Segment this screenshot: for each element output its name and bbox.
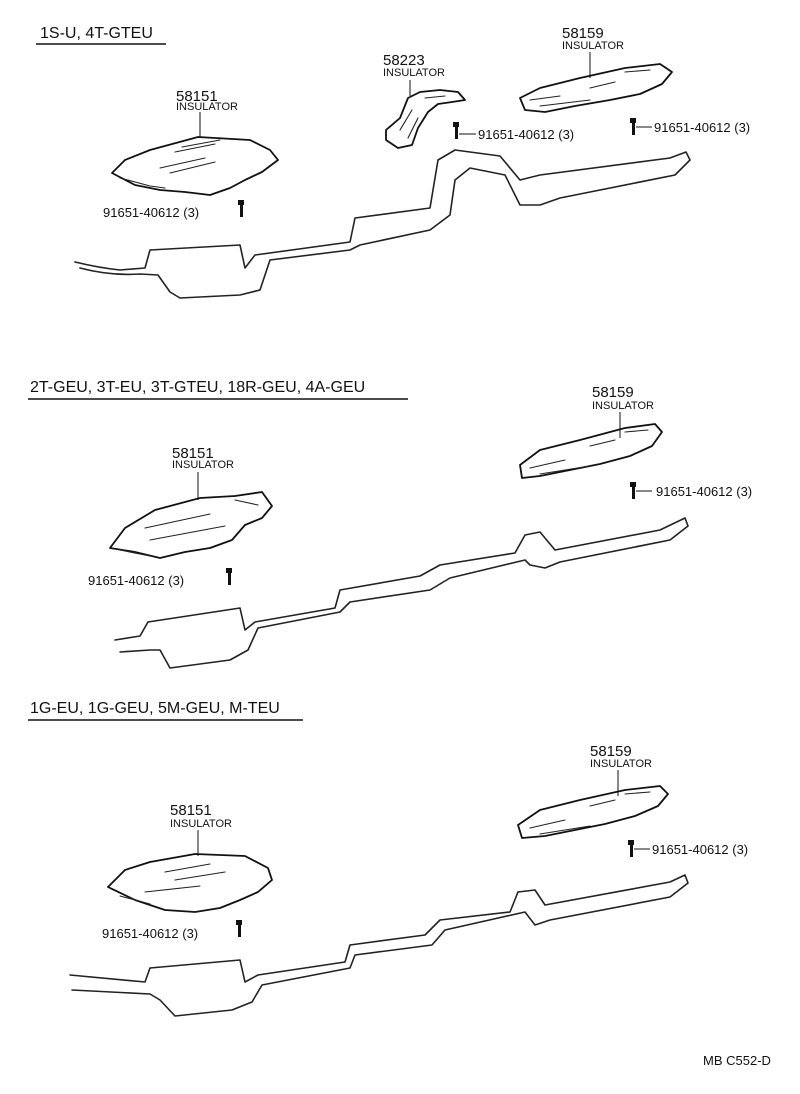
exhaust-pipe-2 <box>114 517 689 669</box>
insulator-58151-ribs-s3 <box>119 863 226 905</box>
part-number-58151-s2: 58151 <box>172 445 214 462</box>
part-name-58151-s1: INSULATOR <box>176 101 238 113</box>
bolt-icon <box>226 568 232 585</box>
section-1: 1S-U, 4T-GTEU 58151 INSULATOR 58223 INSU… <box>36 25 750 299</box>
section-3: 1G-EU, 1G-GEU, 5M-GEU, M-TEU 58151 INSUL… <box>28 700 748 1017</box>
figure-reference: MB C552-D <box>703 1053 771 1068</box>
bolt-label-s1-b: 91651-40612 (3) <box>478 127 574 142</box>
bolt-label-s3-a: 91651-40612 (3) <box>102 926 198 941</box>
part-number-58159-s1: 58159 <box>562 25 604 42</box>
insulator-58159-ribs-s1 <box>529 69 651 107</box>
part-name-58223-s1: INSULATOR <box>383 67 445 79</box>
insulator-58151-ribs <box>119 139 221 189</box>
bolt-icon <box>630 482 636 499</box>
bolt-label-s3-b: 91651-40612 (3) <box>652 842 748 857</box>
part-name-58159-s1: INSULATOR <box>562 40 624 52</box>
insulator-58151-shape-s3 <box>107 853 273 913</box>
bolt-label-s2-a: 91651-40612 (3) <box>88 573 184 588</box>
part-name-58151-s3: INSULATOR <box>170 818 232 830</box>
bolt-icon <box>236 920 242 937</box>
exhaust-pipe-1 <box>74 149 691 299</box>
section-3-header: 1G-EU, 1G-GEU, 5M-GEU, M-TEU <box>30 700 280 717</box>
insulator-58151-shape <box>111 136 279 196</box>
bolt-label-s2-b: 91651-40612 (3) <box>656 484 752 499</box>
part-number-58159-s3: 58159 <box>590 743 632 760</box>
section-1-header: 1S-U, 4T-GTEU <box>40 25 153 42</box>
insulator-58159-ribs-s2 <box>529 429 649 475</box>
insulator-58151-ribs-s2 <box>119 499 259 557</box>
part-name-58151-s2: INSULATOR <box>172 459 234 471</box>
bolt-icon <box>630 118 636 135</box>
bolt-icon <box>238 200 244 217</box>
section-2-header: 2T-GEU, 3T-EU, 3T-GTEU, 18R-GEU, 4A-GEU <box>30 379 365 396</box>
insulator-58223-shape <box>385 89 466 149</box>
part-number-58151-s1: 58151 <box>176 88 218 105</box>
insulator-58159-shape-s3 <box>517 785 669 839</box>
exhaust-pipe-3 <box>69 874 689 1017</box>
bolt-icon <box>453 122 459 139</box>
part-number-58159-s2: 58159 <box>592 384 634 401</box>
bolt-label-s1-c: 91651-40612 (3) <box>654 120 750 135</box>
bolt-icon <box>628 840 634 857</box>
part-number-58223-s1: 58223 <box>383 52 425 69</box>
part-name-58159-s3: INSULATOR <box>590 758 652 770</box>
insulator-58159-ribs-s3 <box>529 791 651 835</box>
insulator-58159-shape-s1 <box>519 63 673 113</box>
section-2: 2T-GEU, 3T-EU, 3T-GTEU, 18R-GEU, 4A-GEU … <box>28 379 752 669</box>
part-number-58151-s3: 58151 <box>170 802 212 819</box>
insulator-58151-shape-s2 <box>109 491 273 559</box>
insulator-58159-shape-s2 <box>519 423 663 479</box>
bolt-label-s1-a: 91651-40612 (3) <box>103 205 199 220</box>
part-name-58159-s2: INSULATOR <box>592 400 654 412</box>
insulator-58223-ribs <box>399 95 446 139</box>
